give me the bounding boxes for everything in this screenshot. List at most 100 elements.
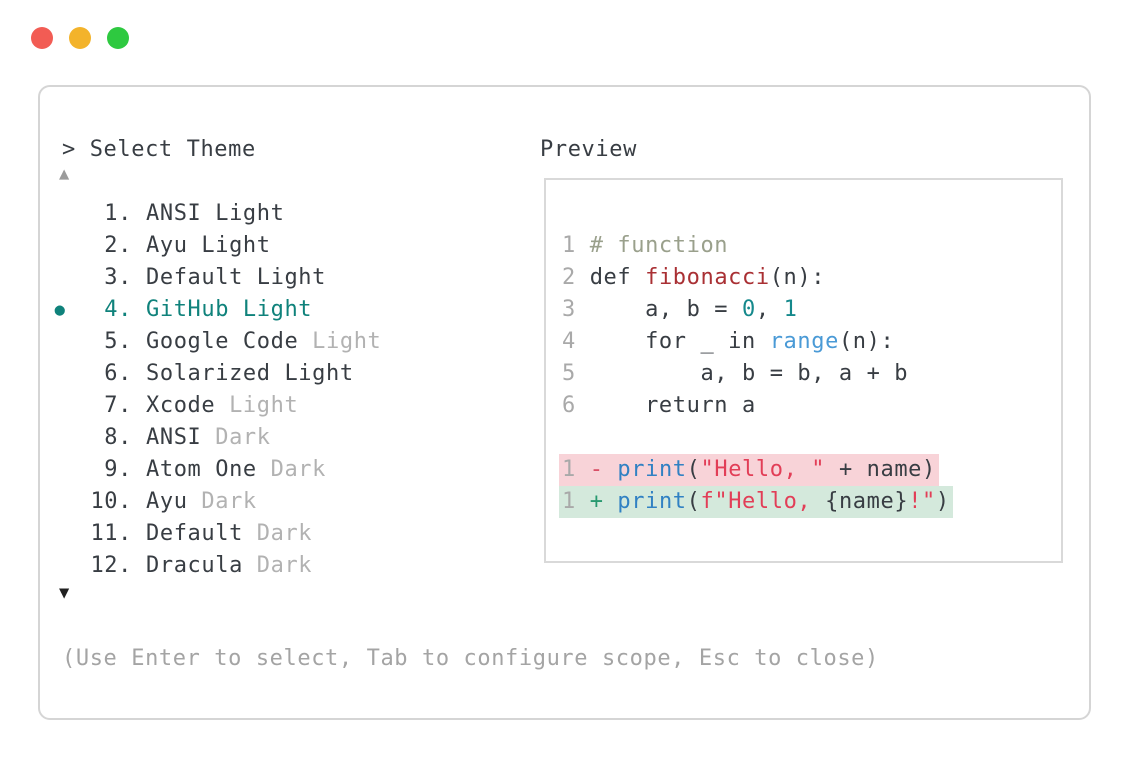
selected-marker-icon [48,230,72,262]
theme-list-item[interactable]: 1. ANSI Light [48,198,381,230]
code-token-text: , [755,297,784,322]
help-text: (Use Enter to select, Tab to configure s… [62,646,879,671]
code-token-text: a, b = b, a + b [589,361,909,386]
theme-name: GitHub [146,297,243,322]
selected-marker-icon [48,454,72,486]
line-number: 1 [562,457,590,482]
code-line: 2 def fibonacci(n): [562,262,953,294]
theme-list-item[interactable]: 3. Default Light [48,262,381,294]
code-token-plus: + [589,489,618,514]
theme-number: 2. [104,233,132,258]
scroll-up-icon[interactable]: ▲ [59,164,70,184]
theme-list-item[interactable]: 9.Atom One Dark [48,454,381,486]
theme-variant: Light [312,329,382,354]
selected-marker-icon [48,326,72,358]
code-token-string: !" [908,489,936,514]
code-token-number: 1 [783,297,798,322]
theme-variant: Light [242,297,313,322]
code-token-text: ) [935,489,950,514]
theme-name: Ayu [146,489,202,514]
theme-name: Google Code [146,329,313,354]
code-token-text: return a [589,393,756,418]
theme-number: 10. [90,489,132,514]
line-number: 4 [562,329,590,354]
theme-name: ANSI [146,201,216,226]
code-token-text: ( [686,457,701,482]
theme-number: 3. [104,265,132,290]
theme-name: Xcode [146,393,230,418]
code-token-text: def [589,265,646,290]
selected-marker-icon [48,422,72,454]
scroll-down-icon[interactable]: ▼ [59,583,70,603]
theme-list-item[interactable]: 2.Ayu Light [48,230,381,262]
code-token-text: (n): [838,329,895,354]
line-number: 1 [562,489,590,514]
line-number: 2 [562,265,590,290]
code-token-number: 0 [742,297,756,322]
diff-line-added: 1 + print(f"Hello, {name}!") [559,486,953,518]
theme-list-item[interactable]: 7. Xcode Light [48,390,381,422]
code-line-content: 1 # function [559,230,731,262]
theme-list-item[interactable]: 12. Dracula Dark [48,550,381,582]
code-token-text: ( [686,489,701,514]
code-line [562,422,953,454]
theme-variant: Dark [256,521,313,546]
theme-name: Default [146,265,257,290]
theme-number: 11. [90,521,132,546]
theme-name: ANSI [146,425,216,450]
theme-number: 5. [104,329,132,354]
theme-number: 6. [104,361,132,386]
code-token-text: a, b = [589,297,742,322]
code-line-content: 3 a, b = 0, 1 [559,294,800,326]
theme-list-item[interactable]: ●4.GitHub Light [48,294,381,326]
selected-marker-icon [48,198,72,230]
code-token-print: print [617,489,687,514]
code-token-builtin: range [769,329,839,354]
code-line-content: 2 def fibonacci(n): [559,262,828,294]
theme-variant: Light [201,233,271,258]
theme-number: 7. [104,393,132,418]
code-token-func: fibonacci [645,265,770,290]
line-number: 1 [562,233,590,258]
theme-variant: Dark [215,425,271,450]
theme-list-item[interactable]: 11. Default Dark [48,518,381,550]
theme-list-item[interactable]: 6.Solarized Light [48,358,381,390]
close-button[interactable] [31,27,53,49]
code-token-text: + name) [825,457,936,482]
code-token-text: {name} [825,489,909,514]
theme-list-item[interactable]: 5. Google Code Light [48,326,381,358]
code-line-content: 5 a, b = b, a + b [559,358,911,390]
theme-variant: Dark [201,489,257,514]
selected-marker-icon [48,390,72,422]
theme-name: Dracula [146,553,257,578]
theme-variant: Light [256,265,326,290]
theme-variant: Dark [256,553,313,578]
theme-name: Atom One [146,457,271,482]
code-line: 3 a, b = 0, 1 [562,294,953,326]
code-token-text: (n): [769,265,826,290]
code-line-content: 1 + print(f"Hello, {name}!") [559,486,953,518]
theme-number: 1. [104,201,132,226]
selected-marker-icon [48,262,72,294]
code-line: 6 return a [562,390,953,422]
theme-name: Default [146,521,257,546]
theme-list-item[interactable]: 10. Ayu Dark [48,486,381,518]
theme-list-item[interactable]: 8.ANSI Dark [48,422,381,454]
theme-number: 12. [90,553,132,578]
selected-marker-icon: ● [54,300,66,320]
code-token-text: for _ in [589,329,770,354]
theme-number: 9. [104,457,132,482]
theme-variant: Light [215,201,285,226]
code-line-content: 4 for _ in range(n): [559,326,897,358]
code-token-minus: - [589,457,618,482]
code-token-print: print [617,457,687,482]
minimize-button[interactable] [69,27,91,49]
line-number: 6 [562,393,590,418]
theme-variant: Light [229,393,299,418]
diff-line-removed: 1 - print("Hello, " + name) [559,454,953,486]
zoom-button[interactable] [107,27,129,49]
code-line-content: 1 - print("Hello, " + name) [559,454,939,486]
